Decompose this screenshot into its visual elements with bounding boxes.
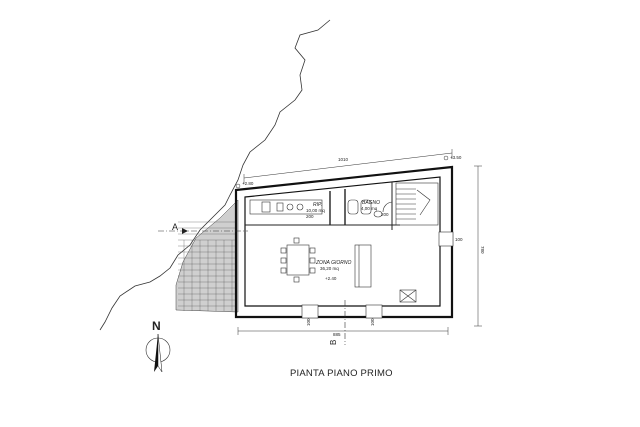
drawing-title: PIANTA PIANO PRIMO: [290, 368, 393, 379]
room-area-bagno: 4,00 mq: [361, 206, 378, 211]
window-right: [438, 231, 454, 247]
bathroom-fixtures: [347, 199, 393, 218]
staircase: [395, 182, 439, 226]
window-bottom-2-label: 100: [370, 318, 375, 326]
exterior-walls: [234, 165, 454, 319]
room-name-cucina: RIP.: [313, 202, 322, 208]
dining-chair: [309, 247, 316, 254]
dimension-bottom: [237, 327, 449, 335]
dimension-bottom-label: 885: [333, 332, 341, 337]
dining-chair: [293, 237, 300, 244]
window-right-label: 100: [455, 237, 463, 242]
section-label-b: B: [329, 340, 338, 345]
room-area-cucina: 10,00 mq: [306, 208, 325, 213]
north-arrow-icon: N: [145, 319, 171, 373]
window-bottom-1: [301, 304, 319, 319]
door-width-cucina: 200: [306, 214, 314, 219]
room-name-bagno: BAGNO: [362, 200, 380, 206]
level-marker-left: +2.80: [235, 181, 254, 189]
svg-text:+2.80: +2.80: [242, 181, 254, 186]
fireplace: [399, 289, 417, 303]
section-label-a: A: [172, 222, 178, 232]
terrain-hatch: [175, 199, 239, 313]
dimension-top: [243, 149, 453, 184]
room-name-zona-giorno: ZONA GIORNO: [315, 260, 351, 266]
dining-chair: [309, 267, 316, 274]
dining-chair: [280, 267, 287, 274]
section-line-a: A: [158, 222, 248, 234]
dining-chair: [293, 276, 300, 283]
interior-walls: [245, 182, 400, 230]
dimension-right-label: 780: [480, 246, 485, 254]
window-bottom-1-label: 100: [306, 318, 311, 326]
sofa: [354, 244, 372, 288]
dimension-right: [474, 165, 482, 327]
kitchen-counter: [249, 199, 323, 215]
north-label: N: [152, 319, 161, 333]
dining-chair: [280, 257, 287, 264]
window-bottom-2: [365, 304, 383, 319]
level-marker-right: +3.50: [443, 155, 462, 161]
terrain-contour: [99, 19, 331, 331]
door-width-bagno: 200: [381, 212, 389, 217]
section-line-b: B: [329, 300, 346, 345]
dimension-top-label: 1010: [338, 157, 349, 162]
dining-chair: [309, 257, 316, 264]
dining-chair: [280, 247, 287, 254]
dining-table: [280, 237, 316, 283]
room-level-zona-giorno: +2.40: [325, 276, 337, 281]
room-area-zona-giorno: 36,20 mq: [320, 266, 339, 271]
svg-text:+3.50: +3.50: [450, 155, 462, 160]
